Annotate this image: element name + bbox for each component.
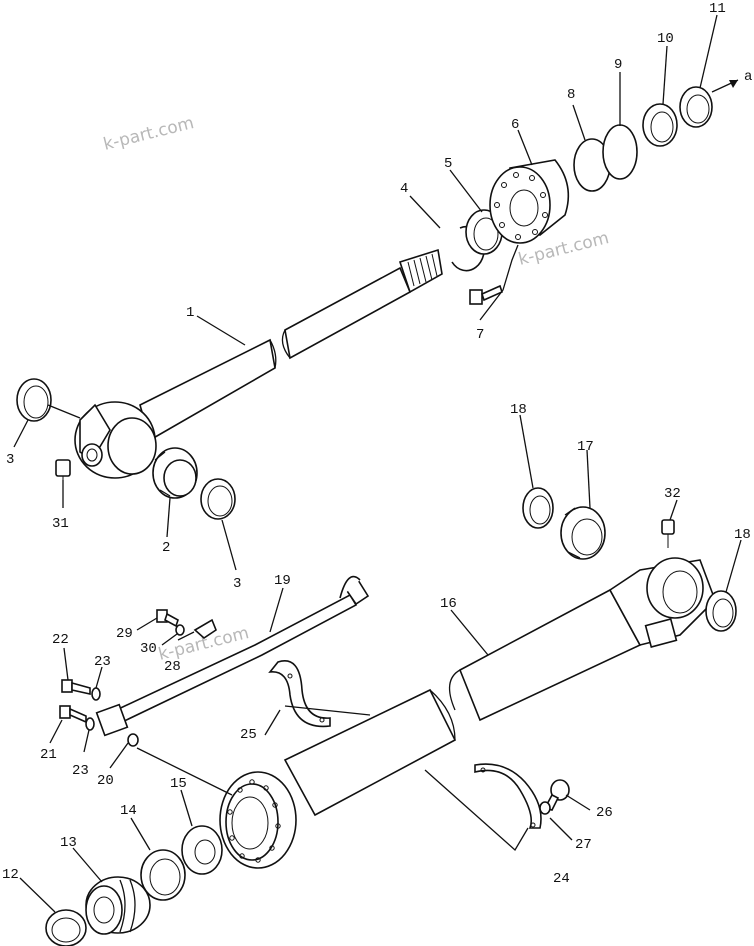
callout-29: 29 (116, 626, 133, 642)
callout-18-right: 18 (734, 527, 751, 543)
clamp-25 (268, 660, 331, 728)
callout-18-left: 18 (510, 402, 527, 418)
watermark-1: k-part.com (101, 113, 196, 155)
dust-seal-18-right (705, 590, 737, 632)
cylinder-head (489, 159, 570, 244)
piston-nut (181, 825, 223, 875)
grease-fitting-31 (55, 459, 71, 480)
washer-23-bottom (85, 717, 95, 731)
dust-seal-11 (679, 86, 713, 128)
piston-rod (74, 248, 443, 479)
callout-2: 2 (162, 540, 170, 556)
callout-32: 32 (664, 486, 681, 502)
bolt-22 (61, 679, 91, 695)
clip-28 (193, 618, 217, 640)
callout-15: 15 (170, 776, 187, 792)
wear-ring-14 (140, 849, 186, 901)
callout-11: 11 (709, 1, 726, 17)
callout-27: 27 (575, 837, 592, 853)
callout-10: 10 (657, 31, 674, 47)
o-ring-20 (127, 733, 139, 747)
callout-24: 24 (553, 871, 570, 887)
callout-17: 17 (577, 439, 594, 455)
rod-packing-10 (642, 103, 678, 147)
callout-8: 8 (567, 87, 575, 103)
leader-lines (13, 14, 742, 913)
dust-seal-18-left (522, 487, 554, 529)
callout-14: 14 (120, 803, 137, 819)
grease-fitting-32 (661, 519, 675, 548)
callout-5: 5 (444, 156, 452, 172)
direction-arrow (711, 79, 739, 93)
callout-19: 19 (274, 573, 291, 589)
callout-21: 21 (40, 747, 57, 763)
callout-3-left: 3 (6, 452, 14, 468)
callout-16: 16 (440, 596, 457, 612)
callout-25: 25 (240, 727, 257, 743)
callout-28: 28 (164, 659, 181, 675)
piston-ring-12 (45, 909, 87, 946)
bolt-29 (156, 609, 179, 628)
piston (85, 876, 151, 935)
callout-6: 6 (511, 117, 519, 133)
callout-22: 22 (52, 632, 69, 648)
washer-30 (175, 624, 185, 636)
piping (95, 575, 370, 737)
callout-12: 12 (2, 867, 19, 883)
rod-bushing (152, 447, 198, 499)
clamp-24 (474, 763, 542, 829)
callout-4: 4 (400, 181, 408, 197)
callout-31: 31 (52, 516, 69, 532)
callout-1: 1 (186, 305, 194, 321)
callout-30: 30 (140, 641, 157, 657)
washer-27 (539, 801, 551, 815)
cylinder-tube (219, 557, 716, 869)
bolt-21 (59, 705, 87, 724)
washer-23-top (91, 687, 101, 701)
callout-7: 7 (476, 327, 484, 343)
callout-23-bottom: 23 (72, 763, 89, 779)
callout-23-top: 23 (94, 654, 111, 670)
callout-13: 13 (60, 835, 77, 851)
backup-ring-9 (602, 124, 638, 180)
callout-26: 26 (596, 805, 613, 821)
callout-3-right: 3 (233, 576, 241, 592)
bottom-bushing (560, 506, 606, 560)
head-bolt (469, 284, 503, 305)
callout-20: 20 (97, 773, 114, 789)
dust-seal-right (200, 478, 236, 520)
direction-label: a (744, 69, 752, 85)
callout-9: 9 (614, 57, 622, 73)
callout-labels: 1 2 3 3 4 5 6 7 8 9 10 11 12 13 14 15 16… (2, 1, 751, 887)
dust-seal-left (16, 378, 52, 422)
